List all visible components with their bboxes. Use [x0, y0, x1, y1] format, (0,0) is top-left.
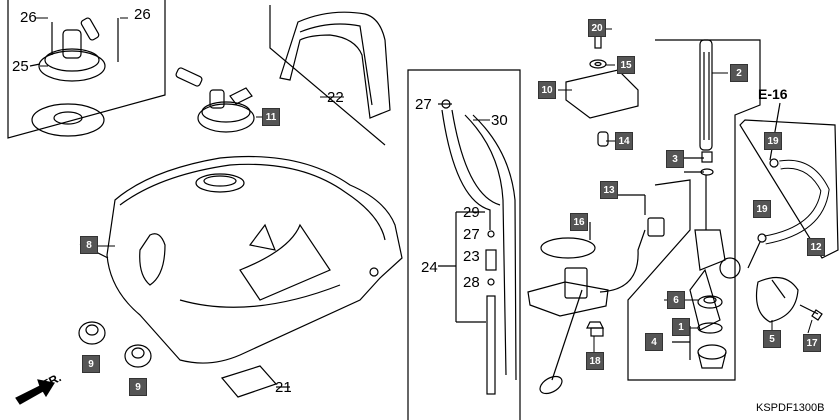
- fuel-tank: [79, 155, 403, 364]
- label-24: 24: [421, 259, 438, 276]
- label-22: 22: [327, 89, 344, 106]
- label-30: 30: [491, 112, 508, 129]
- fuel-hose: [739, 102, 839, 269]
- fuel-pump: [527, 194, 665, 395]
- callout-box-15: 15: [617, 56, 635, 74]
- rubber-mount-b: [124, 344, 152, 368]
- label-27-lower: 27: [463, 226, 480, 243]
- callout-box-6: 6: [667, 291, 685, 309]
- callout-box-10: 10: [538, 81, 556, 99]
- callout-box-5: 5: [763, 330, 781, 348]
- bracket-inset: [269, 5, 391, 146]
- callout-box-14: 14: [615, 132, 633, 150]
- fuel-cap-inset: [7, 0, 166, 139]
- front-arrow-icon: [15, 379, 55, 405]
- rubber-mount-a: [78, 321, 106, 345]
- callout-box-9-upper: 9: [82, 355, 100, 373]
- label-27-upper: 27: [415, 96, 432, 113]
- fuel-cap: [175, 67, 255, 133]
- label-26-right: 26: [134, 6, 151, 23]
- callout-box-17: 17: [803, 334, 821, 352]
- label-23: 23: [463, 248, 480, 265]
- callout-box-20: 20: [588, 19, 606, 37]
- callout-box-19-upper: 19: [764, 132, 782, 150]
- label-21: 21: [275, 379, 292, 396]
- valve-parts: [586, 276, 823, 369]
- label-25: 25: [12, 58, 29, 75]
- diagram-code: KSPDF1300B: [756, 402, 825, 414]
- callout-box-16: 16: [570, 213, 588, 231]
- hose-inset: [407, 69, 521, 420]
- callout-box-12: 12: [807, 238, 825, 256]
- callout-box-13: 13: [600, 181, 618, 199]
- callout-box-11: 11: [262, 108, 280, 126]
- callout-box-4: 4: [645, 333, 663, 351]
- callout-box-3: 3: [666, 150, 684, 168]
- fuel-valve-inset: [627, 39, 761, 381]
- callout-box-1: 1: [672, 318, 690, 336]
- reference-label: E-16: [758, 86, 788, 102]
- strainer: [684, 39, 741, 331]
- label-28: 28: [463, 274, 480, 291]
- callout-box-19-lower: 19: [753, 200, 771, 218]
- callout-box-8: 8: [80, 236, 98, 254]
- label-29: 29: [463, 204, 480, 221]
- tank-pad: [220, 365, 290, 398]
- callout-box-2: 2: [730, 64, 748, 82]
- label-26-left: 26: [20, 9, 37, 26]
- callout-box-9-lower: 9: [129, 378, 147, 396]
- callout-box-18: 18: [586, 352, 604, 370]
